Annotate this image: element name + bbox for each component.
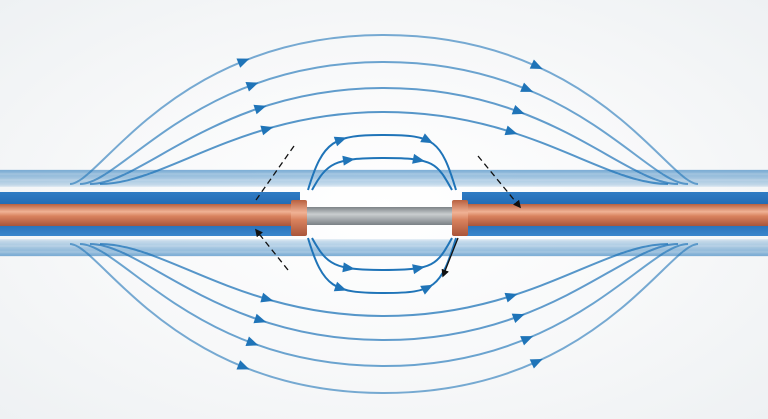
arrow-head-icon [529, 359, 543, 369]
arrow-head-icon [504, 292, 518, 303]
arrow-head-icon [253, 104, 267, 115]
arrow-head-icon [529, 59, 543, 69]
arrow-head-icon [333, 281, 347, 292]
field-loop [89, 86, 679, 185]
arrow-head-icon [520, 336, 534, 346]
field-loop [99, 243, 669, 318]
arrow-head-icon [412, 153, 425, 164]
arrow-head-icon [412, 264, 425, 275]
field-loop [69, 33, 699, 185]
dashed-pointer-arrow-icon [441, 237, 459, 278]
annotation-arrows [255, 145, 521, 278]
arrow-head-icon [245, 82, 259, 92]
arrow-head-icon [342, 155, 355, 166]
right-copper-cap [452, 200, 468, 236]
field-loop [311, 156, 453, 191]
arrow-head-icon [260, 292, 274, 303]
field-loop [307, 133, 457, 191]
arrow-head-icon [236, 58, 250, 68]
gap-rod [306, 207, 458, 225]
arrow-head-icon [511, 105, 525, 115]
arrow-head-icon [420, 133, 434, 144]
dashed-pointer-arrow-icon [255, 145, 295, 201]
field-loop [69, 243, 699, 395]
arrow-head-icon [236, 360, 250, 370]
dashed-pointer-arrow-icon [477, 155, 521, 209]
arrow-head-icon [511, 313, 525, 323]
left-conductor [0, 204, 300, 226]
field-loop [89, 243, 679, 342]
left-copper-cap [291, 200, 307, 236]
arrow-head-icon [333, 136, 347, 147]
arrow-head-icon [245, 336, 259, 346]
arrow-head-icon [504, 125, 518, 136]
arrow-head-icon [253, 313, 267, 324]
arrow-head-icon [260, 125, 274, 136]
arrow-head-icon [420, 284, 434, 295]
field-loop [79, 243, 689, 368]
dashed-pointer-arrow-icon [255, 228, 289, 271]
field-lines [0, 33, 768, 395]
arrow-head-icon [342, 262, 355, 273]
field-loop [99, 110, 669, 185]
right-conductor [462, 204, 768, 226]
arrow-head-icon [520, 82, 534, 92]
field-loop [311, 237, 453, 272]
field-loop [79, 60, 689, 185]
cable [0, 192, 768, 236]
